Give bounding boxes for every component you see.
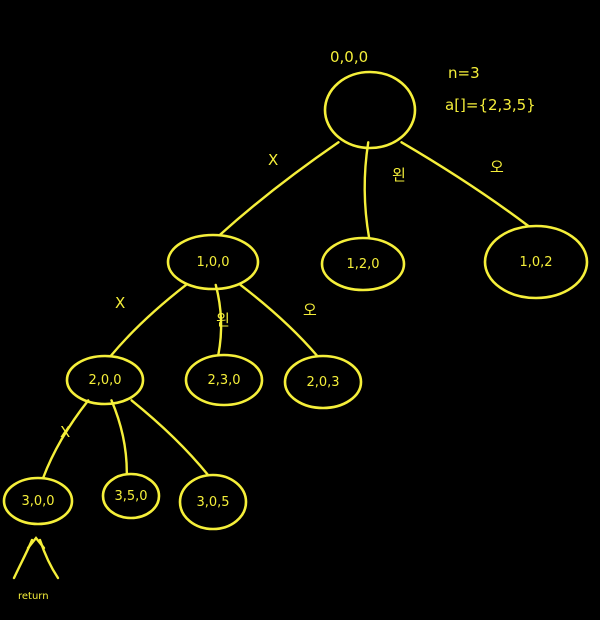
edge-label-root-to-l1-mid: 왼	[392, 166, 406, 184]
tree-edge-l1-left-to-l2-mid	[214, 283, 223, 357]
node-label-l1-right: 1,0,2	[519, 255, 552, 270]
edge-label-root-to-l1-right: 오	[490, 158, 504, 176]
n-value-label: n=3	[448, 64, 480, 82]
node-label-l3-mid: 3,5,0	[114, 489, 147, 504]
edge-label-l1-left-to-l2-mid: 왼	[216, 311, 230, 329]
edge-label-l2-left-to-l3-left: X	[60, 423, 70, 441]
edges-layer	[41, 141, 530, 480]
tree-node-l1-left	[166, 233, 260, 291]
tree-edge-l1-left-to-l2-left	[109, 283, 188, 358]
tree-node-l3-mid	[101, 472, 161, 520]
root-state-label: 0,0,0	[330, 48, 368, 66]
tree-node-l2-right	[283, 354, 363, 410]
tree-edge-l2-left-to-l3-mid	[110, 399, 129, 476]
tree-node-l3-right	[178, 473, 248, 531]
node-label-l3-left: 3,0,0	[21, 494, 54, 509]
tree-edge-l2-left-to-l3-right	[130, 399, 210, 477]
tree-node-l1-mid	[320, 236, 406, 292]
edge-label-l1-left-to-l2-right: 오	[303, 301, 317, 319]
edge-label-root-to-l1-left: X	[268, 151, 278, 169]
edge-label-l1-left-to-l2-left: X	[115, 294, 125, 312]
tree-edge-root-to-l1-left	[218, 141, 340, 237]
return-note: return	[18, 591, 49, 602]
tree-node-l2-mid	[184, 353, 264, 407]
node-label-l2-left: 2,0,0	[88, 373, 121, 388]
tree-node-l3-left	[2, 476, 74, 526]
return-arrow-icon	[12, 536, 60, 580]
tree-edge-l2-left-to-l3-left	[41, 399, 90, 480]
tree-edge-l1-left-to-l2-right	[239, 283, 319, 358]
tree-node-l1-right	[483, 224, 589, 300]
array-definition-label: a[]={2,3,5}	[445, 96, 536, 114]
node-label-l1-mid: 1,2,0	[346, 257, 379, 272]
nodes-layer: 1,0,0 1,2,0 1,0,2 2,0,0 2,3,0 2,0,3 3,0,0 3,5,0…	[2, 70, 589, 531]
node-label-l2-mid: 2,3,0	[207, 373, 240, 388]
node-label-l1-left: 1,0,0	[196, 255, 229, 270]
node-label-l3-right: 3,0,5	[196, 495, 229, 510]
tree-edge-root-to-l1-mid	[363, 141, 371, 240]
node-label-l2-right: 2,0,3	[306, 375, 339, 390]
tree-edge-root-to-l1-right	[400, 141, 530, 228]
tree-node-l2-left	[65, 354, 145, 406]
tree-node-root	[323, 70, 417, 150]
